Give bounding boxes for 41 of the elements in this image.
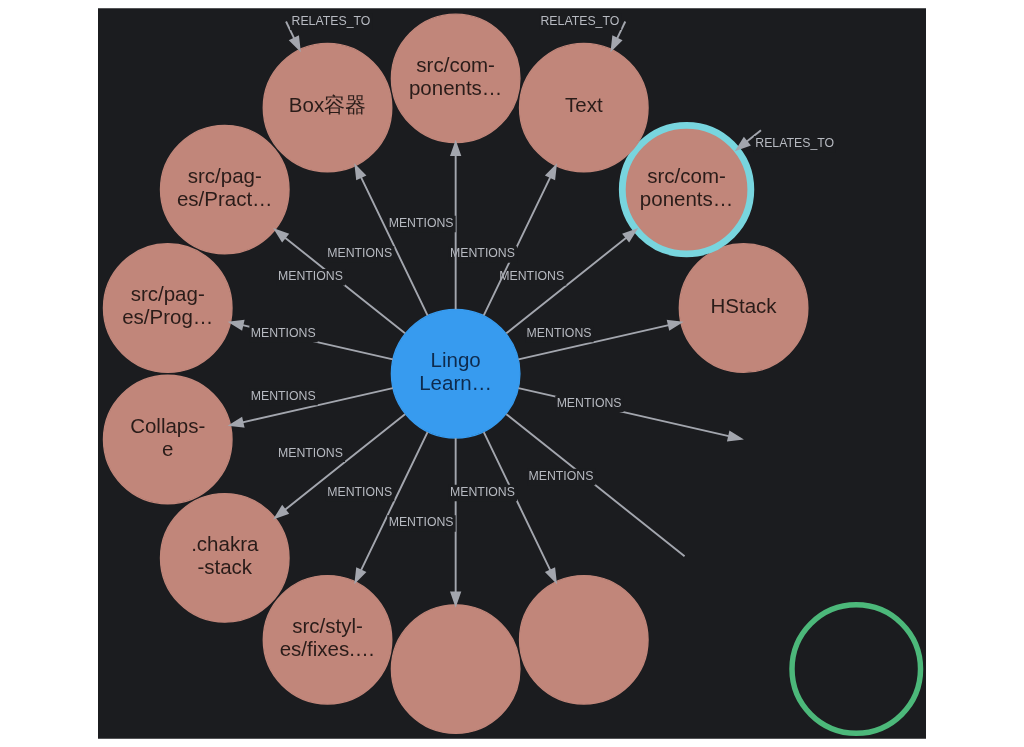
node-circle: Text bbox=[518, 42, 649, 173]
node-circle bbox=[789, 602, 924, 737]
edge-label: MENTIONS bbox=[250, 389, 316, 404]
edge-label: MENTIONS bbox=[556, 395, 622, 410]
arrow bbox=[610, 20, 627, 53]
arrow bbox=[450, 437, 462, 608]
arrow bbox=[354, 431, 429, 585]
node-circle: src/com- ponents… bbox=[390, 13, 521, 144]
node-circle: HStack bbox=[678, 243, 809, 373]
edge-label: MENTIONS bbox=[388, 216, 454, 231]
node-circle: Box容器 bbox=[262, 42, 393, 173]
edge-label: MENTIONS bbox=[526, 326, 592, 341]
edge-label: RELATES_TO bbox=[755, 136, 835, 151]
node-circle bbox=[390, 604, 521, 735]
edge-label: MENTIONS bbox=[327, 485, 393, 500]
node-circle: Lingo Learn… bbox=[390, 308, 521, 439]
arrow bbox=[505, 228, 639, 335]
arrow bbox=[517, 319, 684, 361]
node-circle bbox=[518, 574, 649, 705]
edge-label: MENTIONS bbox=[388, 515, 454, 530]
connector bbox=[505, 413, 686, 558]
node-circle: Collaps- e bbox=[102, 374, 233, 505]
node-circle: src/pag- es/Prog… bbox=[102, 243, 233, 373]
arrow bbox=[227, 319, 394, 361]
arrow bbox=[482, 431, 557, 585]
edge-label: MENTIONS bbox=[250, 326, 316, 341]
node-circle: src/styl- es/fixes.… bbox=[262, 574, 393, 705]
arrow bbox=[354, 163, 429, 317]
edge-label: MENTIONS bbox=[528, 469, 594, 484]
edge-label: RELATES_TO bbox=[291, 13, 371, 28]
node-circle: src/com- ponents… bbox=[618, 121, 755, 258]
edge-label: RELATES_TO bbox=[540, 13, 620, 28]
edge-label: MENTIONS bbox=[278, 445, 343, 460]
arrow bbox=[285, 20, 301, 53]
edge-label: MENTIONS bbox=[278, 269, 343, 284]
edge-label: MENTIONS bbox=[327, 246, 393, 261]
arrow bbox=[734, 129, 762, 152]
arrow bbox=[517, 387, 744, 442]
edge-label: MENTIONS bbox=[450, 485, 515, 500]
arrow bbox=[482, 163, 557, 317]
arrow bbox=[450, 139, 462, 311]
